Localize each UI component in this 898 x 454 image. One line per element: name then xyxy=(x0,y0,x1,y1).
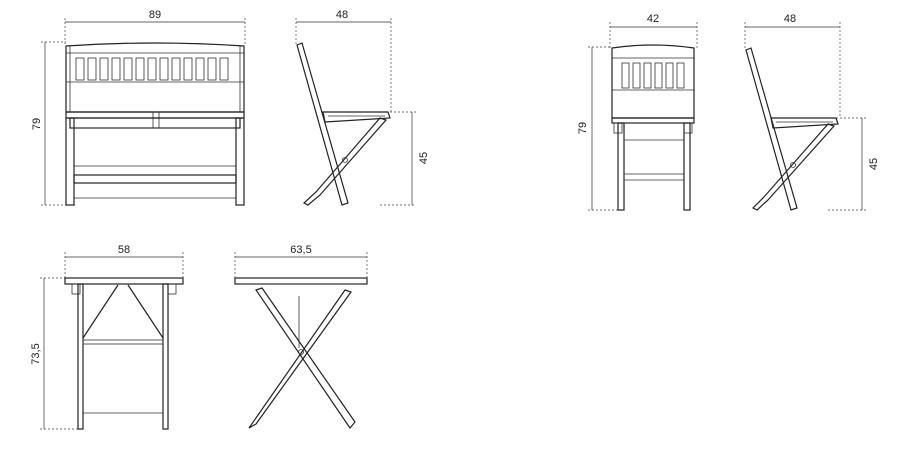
table-height-label: 73,5 xyxy=(30,343,42,364)
table-front-view: 58 73,5 xyxy=(30,244,184,430)
bench-width-label: 89 xyxy=(149,9,161,21)
chair-depth-label: 48 xyxy=(784,13,796,25)
table-side-view: 63,5 xyxy=(234,244,368,429)
bench-side-view: 48 45 xyxy=(295,9,430,206)
chair-seat-height-label: 45 xyxy=(868,158,880,170)
chair-side-view: 48 45 xyxy=(744,13,880,211)
table-width-label: 58 xyxy=(118,244,130,256)
bench-front-view: 89 79 xyxy=(31,9,246,206)
bench-seat-height-label: 45 xyxy=(418,152,430,164)
bench-height-label: 79 xyxy=(31,118,43,130)
chair-front-view: 42 79 xyxy=(577,13,698,211)
chair-height-label: 79 xyxy=(577,122,589,134)
table-side-width-label: 63,5 xyxy=(290,244,311,256)
chair-width-label: 42 xyxy=(647,13,659,25)
bench-depth-label: 48 xyxy=(336,9,348,21)
